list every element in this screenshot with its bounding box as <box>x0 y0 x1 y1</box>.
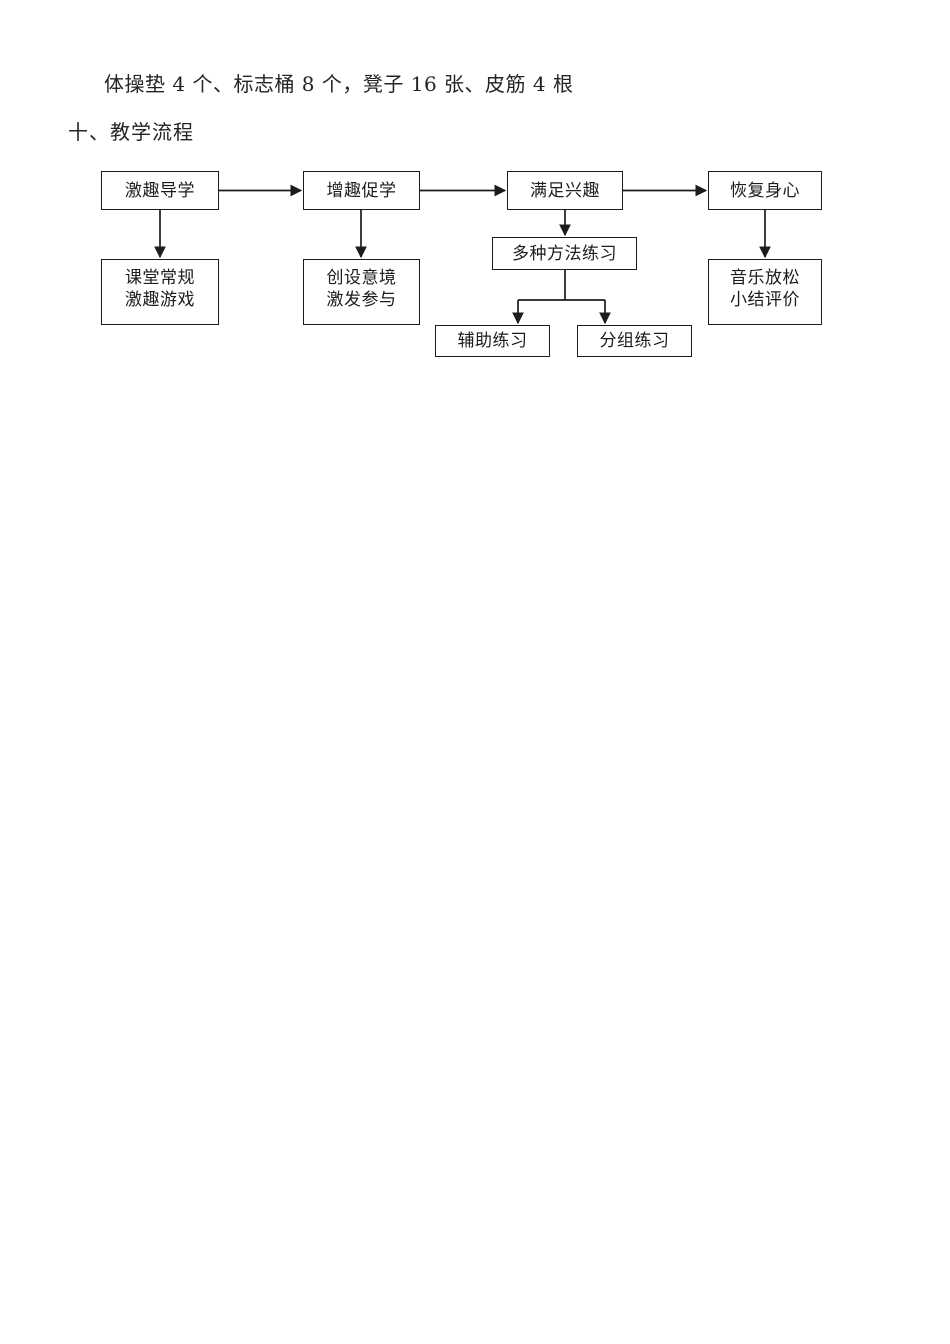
flow-node-label: 课堂常规 激趣游戏 <box>125 268 195 310</box>
flow-node-chuangshe-yijing[interactable]: 创设意境 激发参与 <box>303 259 420 325</box>
flow-node-fuzhu-lianxi[interactable]: 辅助练习 <box>435 325 550 357</box>
flow-node-jiqu-daoxue[interactable]: 激趣导学 <box>101 171 219 210</box>
flow-node-label: 音乐放松 小结评价 <box>730 268 800 310</box>
flow-node-manzu-xingqu[interactable]: 满足兴趣 <box>507 171 623 210</box>
flow-node-fenzu-lianxi[interactable]: 分组练习 <box>577 325 692 357</box>
flow-node-label: 多种方法练习 <box>512 243 617 264</box>
flow-node-label: 增趣促学 <box>326 180 397 201</box>
teaching-flow-diagram: 激趣导学 增趣促学 满足兴趣 恢复身心 课堂常规 激趣游戏 创设意境 激发参与 … <box>0 0 950 420</box>
flow-node-ketang-changgui[interactable]: 课堂常规 激趣游戏 <box>101 259 219 325</box>
section-heading: 十、教学流程 <box>68 120 194 144</box>
flow-node-label: 分组练习 <box>599 331 670 351</box>
flow-connectors <box>154 184 771 325</box>
flow-node-label: 激趣导学 <box>125 180 195 201</box>
flow-node-label: 恢复身心 <box>730 180 800 201</box>
materials-line: 体操垫 4 个、标志桶 8 个，凳子 16 张、皮筋 4 根 <box>104 72 574 96</box>
flow-node-zengqu-cuxue[interactable]: 增趣促学 <box>303 171 420 210</box>
flow-node-huifu-shenxin[interactable]: 恢复身心 <box>708 171 822 210</box>
flow-node-label: 辅助练习 <box>457 331 528 351</box>
flow-node-label: 满足兴趣 <box>530 180 600 201</box>
flow-node-yinyue-fangsong[interactable]: 音乐放松 小结评价 <box>708 259 822 325</box>
flow-node-label: 创设意境 激发参与 <box>326 268 397 310</box>
flow-node-duozhong-fangfa-lianxi[interactable]: 多种方法练习 <box>492 237 637 270</box>
